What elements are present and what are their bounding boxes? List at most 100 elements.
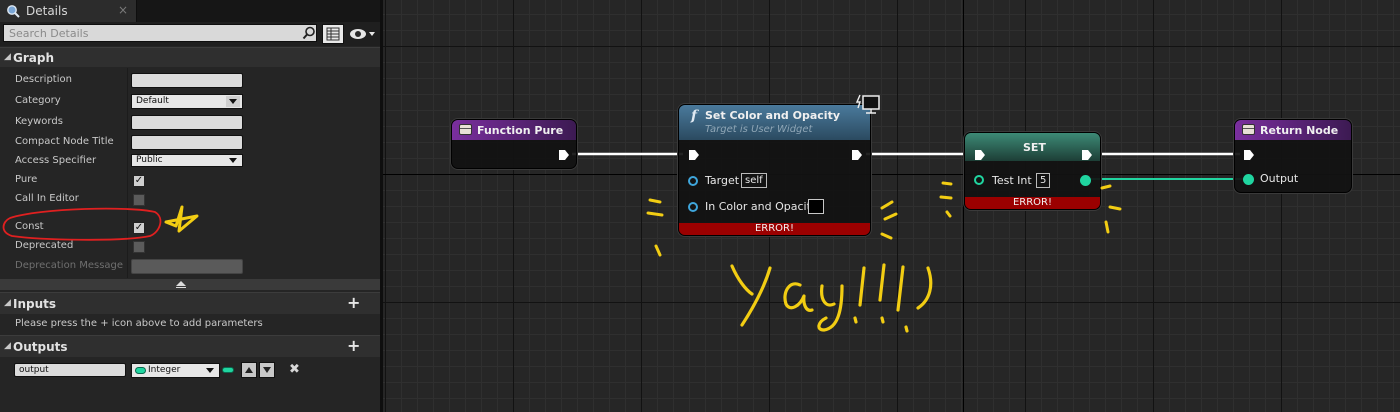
test-int-out-pin[interactable] (1080, 175, 1091, 186)
delete-output-icon[interactable]: ✖ (289, 362, 300, 377)
pure-checkbox[interactable]: ✓ (133, 175, 145, 187)
wire-layer (572, 152, 1243, 180)
collapse-caret-icon: ◢ (4, 52, 11, 62)
exec-out-pin[interactable] (851, 149, 863, 161)
function-pure-title: Function Pure (477, 124, 564, 137)
advanced-collapse-bar[interactable] (0, 279, 380, 290)
row-deprecated: Deprecated (0, 236, 380, 256)
move-up-button[interactable] (241, 362, 257, 378)
row-call-in-editor: Call In Editor (0, 189, 380, 209)
color-swatch[interactable] (808, 199, 824, 214)
function-pure-node[interactable]: Function Pure (451, 119, 577, 169)
search-row (0, 22, 380, 46)
outputs-section-header[interactable]: ◢ Outputs + (0, 335, 380, 357)
deprecated-checkbox[interactable] (133, 241, 145, 253)
deprecation-message-field (131, 259, 243, 274)
call-in-editor-label: Call In Editor (15, 193, 79, 204)
add-output-button[interactable]: + (347, 336, 361, 355)
details-panel: Details × ◢ Graph (0, 0, 383, 412)
exec-in-pin[interactable] (1243, 149, 1255, 161)
access-specifier-value: Public (136, 155, 163, 165)
row-const: Const ✓ (0, 217, 380, 237)
row-compact-node-title: Compact Node Title (0, 132, 380, 152)
chevron-down-icon (226, 155, 240, 166)
add-input-button[interactable]: + (347, 293, 361, 312)
target-pin[interactable] (688, 176, 698, 186)
set-error-bar: ERROR! (965, 197, 1100, 209)
search-box (3, 24, 317, 42)
inputs-section-header[interactable]: ◢ Inputs + (0, 292, 380, 314)
description-field[interactable] (131, 73, 243, 88)
output-label: Output (1260, 172, 1299, 185)
inputs-section-title: Inputs (13, 297, 57, 311)
keywords-field[interactable] (131, 115, 243, 130)
chevron-down-icon (203, 365, 217, 376)
output-name-field[interactable]: output (14, 363, 126, 377)
target-value[interactable]: self (741, 173, 767, 188)
set-header (965, 133, 1100, 161)
inputs-hint-text: Please press the + icon above to add par… (15, 318, 263, 329)
tab-details-label: Details (26, 4, 68, 18)
collapse-caret-icon: ◢ (4, 298, 11, 308)
blueprint-graph[interactable]: Function Pure f Set Color and Opacity Ta… (383, 0, 1400, 412)
set-color-subtitle: Target is User Widget (705, 124, 813, 135)
const-checkbox[interactable]: ✓ (133, 222, 145, 234)
property-matrix-button[interactable] (322, 24, 344, 44)
output-pin[interactable] (1243, 174, 1254, 185)
output-type-value: Integer (148, 365, 181, 375)
graph-section-header[interactable]: ◢ Graph (0, 47, 380, 67)
row-description: Description (0, 70, 380, 90)
function-pure-header (452, 120, 576, 140)
category-dropdown[interactable]: Default (131, 94, 243, 109)
output-type-dropdown[interactable]: Integer (131, 363, 220, 378)
integer-type-icon (135, 367, 146, 374)
keywords-label: Keywords (15, 116, 63, 127)
set-color-opacity-node[interactable]: f Set Color and Opacity Target is User W… (678, 104, 871, 236)
function-return-icon (1242, 124, 1255, 135)
return-title: Return Node (1260, 124, 1339, 137)
color-opacity-pin[interactable] (688, 202, 698, 212)
description-label: Description (15, 74, 72, 85)
access-specifier-dropdown[interactable]: Public (131, 154, 243, 167)
collapse-up-icon (176, 281, 186, 288)
call-in-editor-checkbox[interactable] (133, 194, 145, 206)
exec-in-pin[interactable] (688, 149, 700, 161)
search-details-input[interactable] (4, 25, 294, 41)
eye-visibility-icon[interactable] (349, 26, 377, 42)
const-label: Const (15, 221, 44, 232)
access-specifier-label: Access Specifier (15, 155, 97, 166)
test-int-in-pin[interactable] (974, 175, 984, 185)
compact-node-title-field[interactable] (131, 135, 243, 150)
container-type-icon[interactable] (222, 367, 234, 373)
graph-section-title: Graph (13, 51, 54, 65)
search-icon[interactable] (302, 26, 316, 40)
row-pure: Pure ✓ (0, 170, 380, 190)
exec-out-pin[interactable] (1081, 149, 1093, 161)
collapse-caret-icon: ◢ (4, 341, 11, 351)
category-label: Category (15, 95, 61, 106)
test-int-label: Test Int (992, 174, 1032, 187)
tab-close-icon[interactable]: × (118, 3, 129, 17)
tab-details[interactable]: Details × (0, 0, 137, 22)
move-down-button[interactable] (259, 362, 275, 378)
set-color-header (679, 105, 870, 140)
compact-node-title-label: Compact Node Title (15, 136, 114, 147)
column-splitter[interactable] (127, 68, 128, 278)
set-color-error-bar: ERROR! (679, 223, 870, 235)
set-variable-node[interactable]: SET Test Int 5 ERROR! (964, 132, 1101, 210)
row-keywords: Keywords (0, 112, 380, 132)
row-deprecation-message: Deprecation Message (0, 256, 380, 276)
row-access-specifier: Access Specifier Public (0, 151, 380, 171)
function-glyph-icon: f (691, 108, 698, 124)
exec-out-pin[interactable] (558, 149, 570, 161)
chevron-down-icon (226, 96, 240, 107)
grid-icon (326, 27, 340, 41)
exec-in-pin[interactable] (974, 149, 986, 161)
color-opacity-label: In Color and Opacity (705, 200, 818, 213)
test-int-value[interactable]: 5 (1036, 173, 1051, 188)
function-entry-icon (459, 124, 472, 135)
widget-context-icon (856, 94, 880, 114)
category-value: Default (136, 96, 169, 106)
return-header (1235, 120, 1351, 140)
return-node[interactable]: Return Node Output (1234, 119, 1352, 193)
